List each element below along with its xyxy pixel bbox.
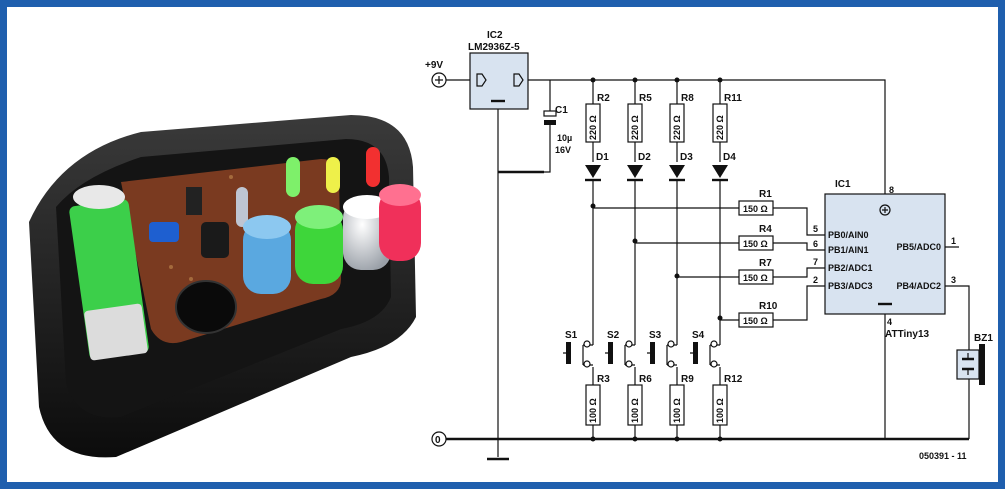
supply-label: +9V [425, 60, 443, 71]
resistor-r5 [627, 103, 643, 143]
mcu-pin-name: PB4/ADC2 [896, 281, 941, 291]
switch-ref: S1 [565, 330, 578, 341]
led-res-ref: R8 [681, 93, 694, 104]
led-d1 [585, 165, 601, 178]
led-res-value: 220 Ω [715, 115, 725, 140]
pulldown-value: 100 Ω [630, 398, 640, 423]
resistor-r2 [585, 103, 601, 143]
mcu-pin-name: PB0/AIN0 [828, 230, 869, 240]
mcu-part: ATTiny13 [885, 329, 930, 340]
pulldown-value: 100 Ω [715, 398, 725, 423]
led-res-value: 220 Ω [588, 115, 598, 140]
led-res-value: 220 Ω [630, 115, 640, 140]
series-res-ref: R10 [759, 301, 778, 312]
resistor-r8 [669, 103, 685, 143]
mcu-pin-name: PB5/ADC0 [896, 242, 941, 252]
switch-ref: S2 [607, 330, 620, 341]
mcu-pin-name: PB2/ADC1 [828, 263, 873, 273]
resistor-r3 [585, 384, 601, 426]
button-red [379, 189, 421, 261]
resistor-r6 [627, 384, 643, 426]
led-res-ref: R11 [724, 93, 742, 104]
device-photo [29, 115, 421, 458]
circuit-schematic: +9V IC2 LM2936Z-5 C1 10µ 16V R2 220 Ω D1S1… [425, 30, 993, 461]
pulldown-ref: R3 [597, 374, 610, 385]
mcu-pin-num: 6 [813, 239, 818, 249]
series-res-value: 150 Ω [743, 273, 768, 283]
buzzer-photo [175, 280, 237, 334]
switch-ref: S3 [649, 330, 662, 341]
mcu-pin-num: 1 [951, 236, 956, 246]
led-ref: D2 [638, 152, 651, 163]
mcu-pin-gnd: 4 [887, 317, 892, 327]
mcu-ref: IC1 [835, 179, 851, 190]
resistor-r7 [738, 269, 774, 285]
mcu-pin-name: PB3/ADC3 [828, 281, 873, 291]
series-res-ref: R4 [759, 224, 772, 235]
ground-label: 0 [435, 435, 441, 446]
series-res-ref: R7 [759, 258, 772, 269]
regulator-ic2 [469, 52, 529, 110]
led-d2 [627, 165, 643, 178]
series-res-ref: R1 [759, 189, 772, 200]
led-ref: D4 [723, 152, 736, 163]
resistor-r4 [738, 235, 774, 251]
c1-ref: C1 [555, 105, 568, 116]
resistor-r11 [712, 103, 728, 143]
figure-code: 050391 - 11 [919, 451, 967, 461]
pulldown-value: 100 Ω [588, 398, 598, 423]
led-res-ref: R5 [639, 93, 652, 104]
series-res-value: 150 Ω [743, 239, 768, 249]
led-res-ref: R2 [597, 93, 610, 104]
mcu-pin-num: 7 [813, 257, 818, 267]
pcb [121, 159, 341, 344]
button-blue [243, 222, 291, 294]
pulldown-value: 100 Ω [672, 398, 682, 423]
resistor-r12 [712, 384, 728, 426]
led-res-value: 220 Ω [672, 115, 682, 140]
c1-value: 10µ [557, 133, 572, 143]
series-res-value: 150 Ω [743, 204, 768, 214]
led-ref: D3 [680, 152, 693, 163]
resistor-r10 [738, 312, 774, 328]
regulator-ref: IC2 [487, 30, 503, 41]
c1-voltage: 16V [555, 145, 571, 155]
mcu-pin-num: 5 [813, 224, 818, 234]
pulldown-ref: R12 [724, 374, 743, 385]
mcu-pin-vcc: 8 [889, 185, 894, 195]
series-res-value: 150 Ω [743, 316, 768, 326]
pulldown-ref: R6 [639, 374, 652, 385]
mcu-ic1 [824, 193, 946, 315]
led-d3 [669, 165, 685, 178]
led-d4 [712, 165, 728, 178]
regulator-part: LM2936Z-5 [468, 42, 520, 53]
led-ref: D1 [596, 152, 609, 163]
button-green [295, 212, 343, 284]
resistor-r1 [738, 200, 774, 216]
pulldown-ref: R9 [681, 374, 694, 385]
mcu-pin-name: PB1/AIN1 [828, 245, 869, 255]
buzzer-ref: BZ1 [974, 333, 993, 344]
resistor-r9 [669, 384, 685, 426]
mcu-pin-num: 2 [813, 275, 818, 285]
switch-ref: S4 [692, 330, 705, 341]
mcu-pin-num: 3 [951, 275, 956, 285]
